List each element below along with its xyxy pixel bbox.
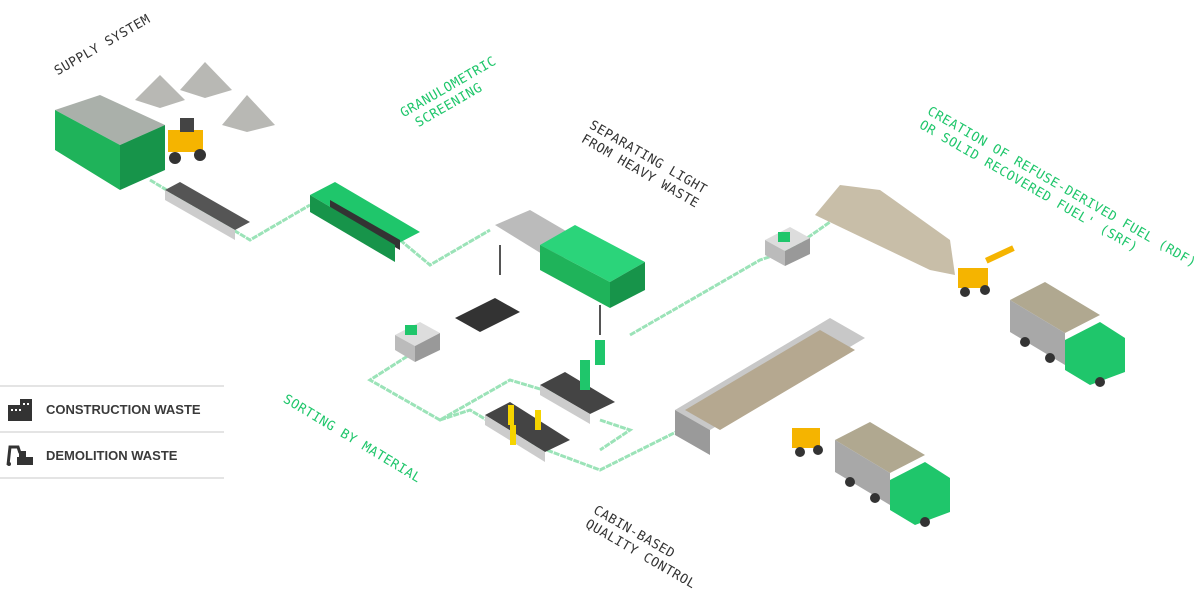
wheel-loader-rdf [958,245,1015,297]
wheel-loader [168,118,206,164]
legend: CONSTRUCTION WASTE DEMOLITION WASTE [0,385,224,479]
control-cabin-right [765,227,810,266]
feed-conveyor [165,182,250,240]
excavator-icon [6,445,33,466]
legend-item-demolition: DEMOLITION WASTE [0,431,224,479]
granulometric-screener [310,182,420,262]
legend-label: CONSTRUCTION WASTE [46,401,201,417]
rdf-pile [815,185,955,275]
truck-rdf [1010,282,1125,387]
building-icon [8,399,32,421]
legend-item-construction: CONSTRUCTION WASTE [0,385,224,431]
control-cabin-left [395,322,440,362]
truck-bins [835,422,950,527]
gravel-piles [135,62,275,132]
wheel-loader-bins [792,428,823,457]
supply-container [55,95,165,190]
material-bins [675,318,865,455]
light-heavy-separator [455,210,645,335]
sorting-line [485,340,615,462]
legend-label: DEMOLITION WASTE [46,447,178,463]
